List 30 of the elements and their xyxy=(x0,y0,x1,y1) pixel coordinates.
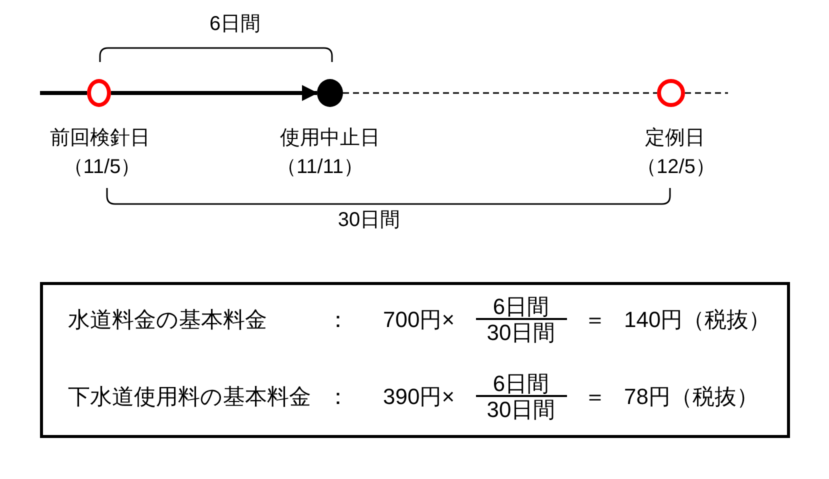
result-text: 140円（税抜） xyxy=(624,308,771,332)
timeline-line xyxy=(40,91,87,95)
colon-separator: ： xyxy=(327,308,349,332)
numerator: 6日間 xyxy=(492,372,550,396)
date-label: （11/11） xyxy=(276,155,364,179)
denominator: 30日間 xyxy=(486,321,556,345)
timeline-line xyxy=(685,92,728,94)
event-label: 定例日 xyxy=(645,126,705,150)
numerator: 6日間 xyxy=(492,294,550,318)
equals-sign: ＝ xyxy=(584,385,606,409)
milestone-ring xyxy=(87,79,111,107)
formula-panel xyxy=(40,282,790,438)
event-label: 使用中止日 xyxy=(280,126,380,150)
milestone-ring xyxy=(657,79,685,107)
fee-label: 水道料金の基本料金 xyxy=(68,308,267,332)
multiplier-text: 700円× xyxy=(383,308,455,332)
duration-label: 6日間 xyxy=(209,12,261,36)
fee-label: 下水道使用料の基本料金 xyxy=(68,385,311,409)
arrow xyxy=(111,85,318,101)
denominator: 30日間 xyxy=(486,398,556,422)
result-text: 78円（税抜） xyxy=(624,385,758,409)
event-label: 前回検針日 xyxy=(50,126,150,150)
timeline-line xyxy=(343,92,657,94)
colon-separator: ： xyxy=(327,385,349,409)
duration-label: 30日間 xyxy=(338,208,400,232)
multiplier-text: 390円× xyxy=(383,385,455,409)
equals-sign: ＝ xyxy=(584,308,606,332)
date-label: （11/5） xyxy=(63,155,141,179)
date-label: （12/5） xyxy=(636,155,716,179)
milestone-dot xyxy=(317,79,343,107)
